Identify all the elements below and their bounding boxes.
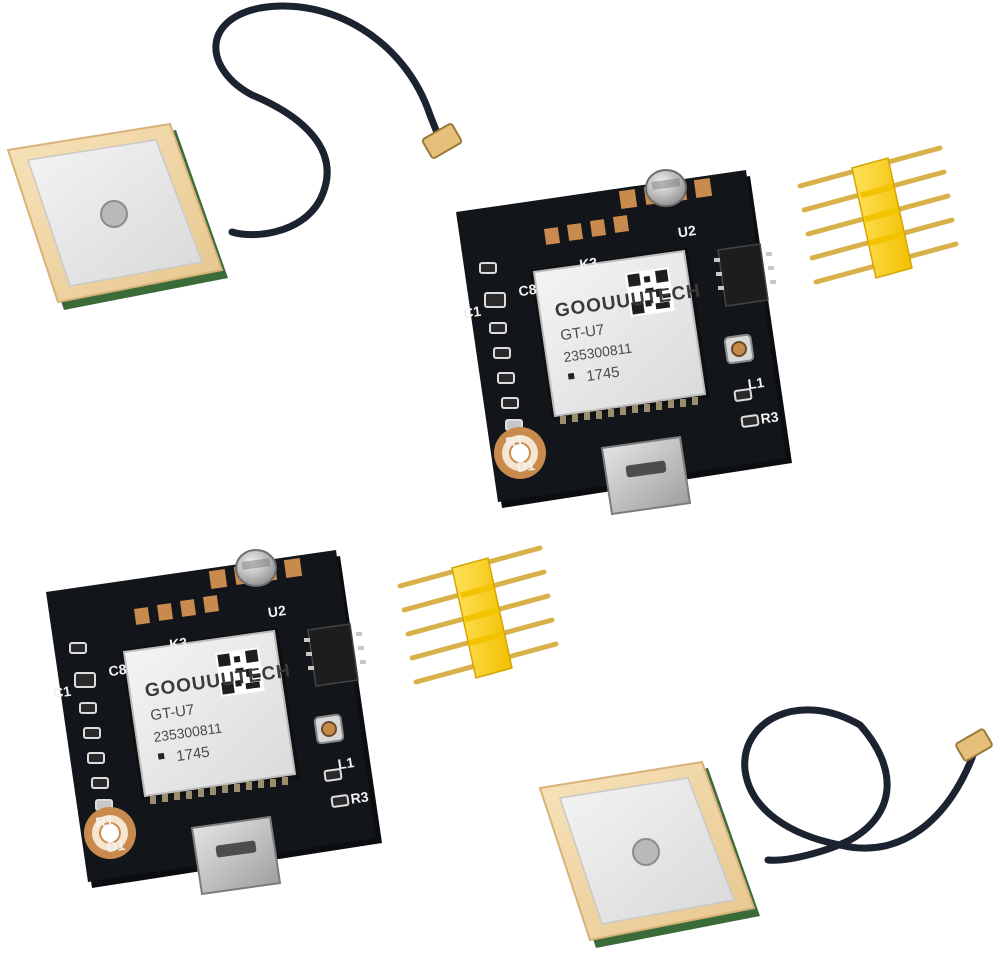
ufl-plug <box>421 123 463 159</box>
gps-module-board: GOOUUUTECH GT-U7 235300811 1745 C1 C8 K3… <box>455 169 793 515</box>
silk-d1: D1 <box>106 837 126 855</box>
silk-r1: R1 <box>94 812 114 830</box>
antenna-cable <box>741 706 979 864</box>
silk-u2: U2 <box>267 602 287 620</box>
module-model: GT-U7 <box>559 321 605 344</box>
silk-l1: L1 <box>747 374 766 392</box>
silk-r1: R1 <box>504 432 524 450</box>
silk-r3: R3 <box>760 408 780 426</box>
gps-module-board: GOOUUUTECH GT-U7 235300811 1745 C1 C8 K3… <box>45 549 383 895</box>
module-date-code: 1745 <box>585 364 620 385</box>
silk-c1: C1 <box>52 683 72 701</box>
silk-l1: L1 <box>337 754 356 772</box>
ufl-plug <box>955 728 993 762</box>
module-model: GT-U7 <box>149 701 195 724</box>
silk-d1: D1 <box>516 457 536 475</box>
antenna-cable <box>212 2 444 239</box>
module-date-code: 1745 <box>175 744 210 765</box>
silk-k3: K3 <box>578 254 598 272</box>
silk-c1: C1 <box>462 303 482 321</box>
silk-k3: K3 <box>168 634 188 652</box>
silk-r3: R3 <box>350 788 370 806</box>
silk-c8: C8 <box>107 661 127 679</box>
silk-u2: U2 <box>677 222 697 240</box>
silk-c8: C8 <box>517 281 537 299</box>
